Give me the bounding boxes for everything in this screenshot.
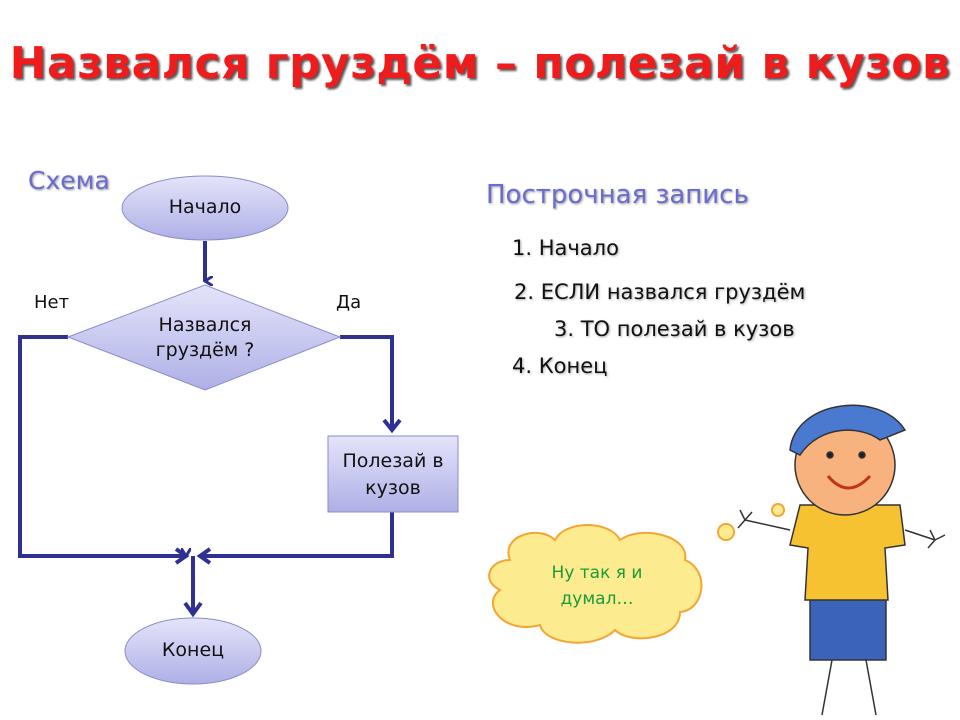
listing-step-2: 2. ЕСЛИ назвался груздём (514, 280, 806, 304)
condition-label: Назвался груздём ? (155, 314, 255, 361)
yes-label: Да (336, 292, 362, 313)
arrow-yes-head (382, 418, 402, 434)
action-label: Полезай в кузов (342, 450, 444, 499)
slide-title: Назвался груздём – полезай в кузов (9, 38, 951, 89)
end-terminal (124, 617, 262, 685)
end-label: Конец (161, 639, 225, 661)
listing-heading: Построчная запись (486, 180, 749, 210)
condition-diamond (66, 284, 342, 391)
listing-step-4: 4. Конец (512, 354, 608, 378)
arrow-no-branch (18, 335, 186, 558)
scheme-heading: Схема (28, 166, 110, 195)
listing-step-1: 1. Начало (512, 236, 619, 260)
start-label: Начало (168, 196, 242, 218)
boy-illustration (737, 404, 946, 716)
speech-bubble-text: Ну так я и думал… (551, 563, 643, 609)
arrow-action-merge (200, 512, 394, 558)
start-terminal (121, 175, 289, 241)
no-label: Нет (34, 292, 70, 313)
listing-step-3: 3. ТО полезай в кузов (554, 317, 795, 341)
action-box (327, 435, 459, 513)
thought-cloud (488, 503, 785, 644)
arrow-yes-branch (340, 335, 394, 430)
